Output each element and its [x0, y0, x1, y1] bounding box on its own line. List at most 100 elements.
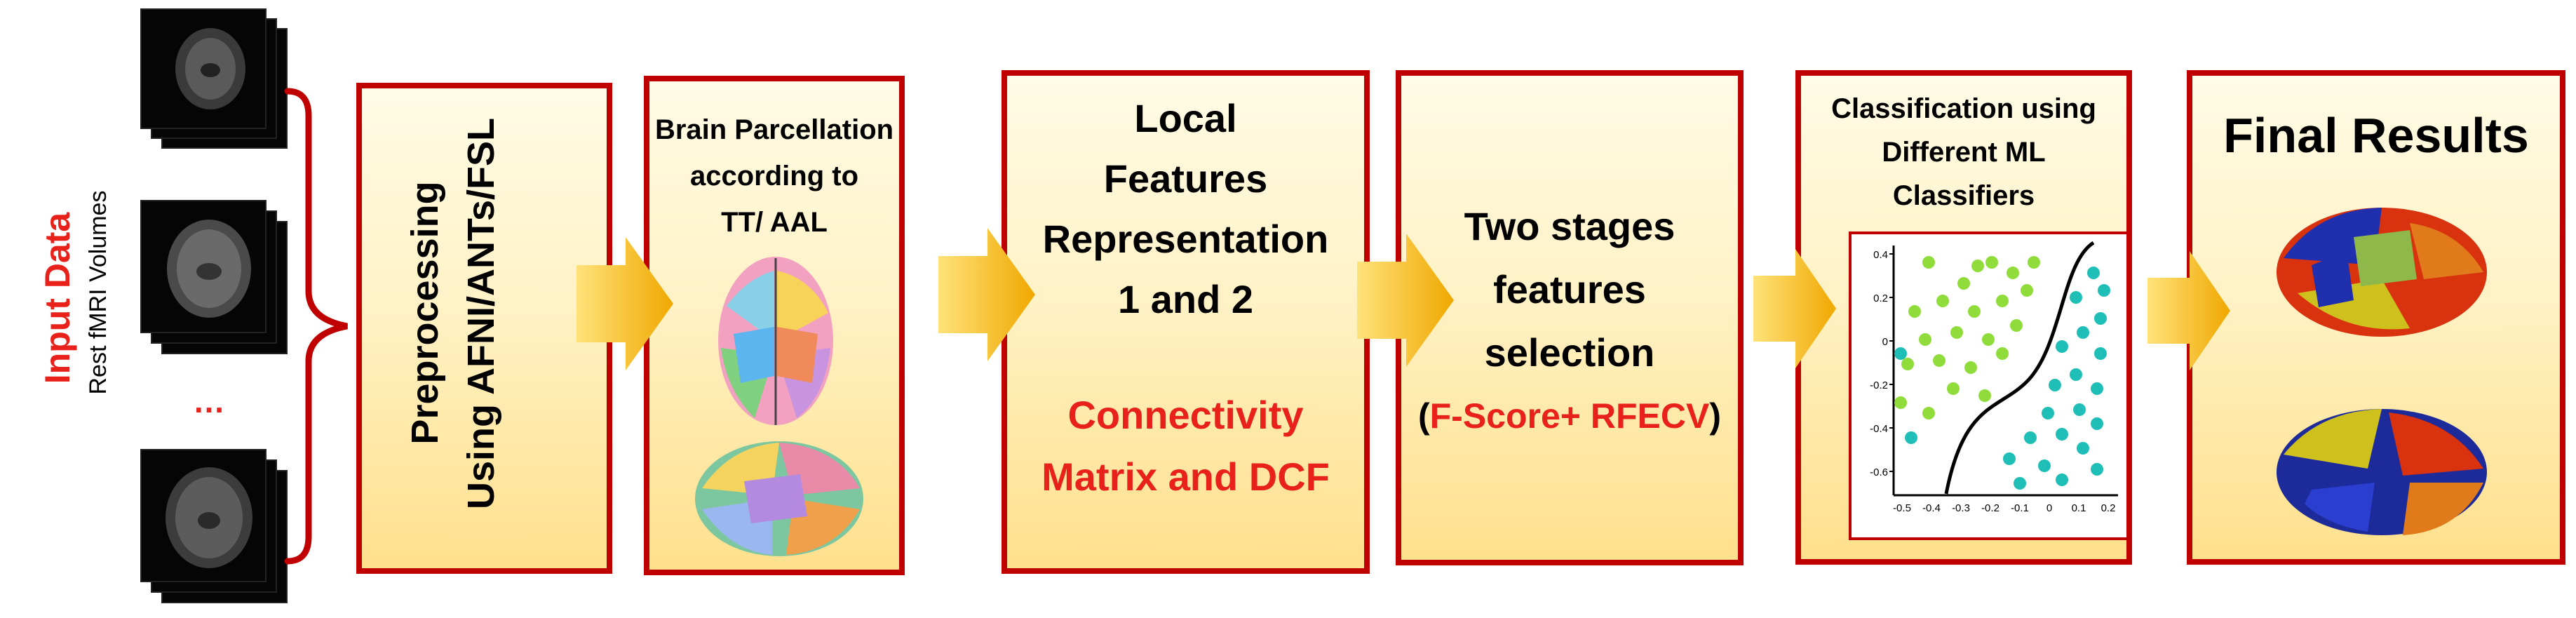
selection-method: F-Score+ RFECV: [1429, 396, 1710, 436]
parcellation-line3: TT/ AAL: [721, 207, 828, 238]
preprocessing-box: Preprocessing Using AFNI/ANTs/FSL: [356, 83, 612, 574]
teal-point: [2014, 477, 2026, 490]
green-point: [1968, 305, 1981, 318]
green-point: [2028, 256, 2040, 269]
teal-point: [2038, 459, 2051, 472]
local-features-line2: Features: [1103, 156, 1268, 201]
teal-point: [2091, 382, 2103, 395]
classification-line3: Classifiers: [1892, 180, 2035, 211]
fmri-stack-1: [140, 8, 302, 149]
teal-point: [2049, 379, 2061, 391]
input-data-title: Input Data: [38, 212, 77, 384]
teal-point: [2024, 431, 2037, 444]
green-point: [2010, 319, 2023, 332]
green-point: [1978, 389, 1991, 402]
selection-line1: Two stages: [1464, 204, 1675, 248]
x-tick-label: -0.2: [1981, 502, 2000, 514]
green-point: [1982, 333, 1995, 346]
teal-point: [2087, 267, 2100, 279]
green-point: [1996, 295, 2009, 307]
classifier-plot: 0.4 0.2 0 -0.2 -0.4 -0.6 -0.5 -0.4 -0.3 -0.2 -0.1…: [1849, 231, 2129, 540]
classification-line1: Classification using: [1831, 93, 2096, 124]
teal-point: [2070, 291, 2082, 304]
x-tick-label: -0.5: [1893, 502, 1911, 514]
local-features-red2: Matrix and DCF: [1041, 455, 1330, 499]
results-title: Final Results: [2223, 108, 2529, 163]
input-data-subtitle: Rest fMRI Volumes: [85, 190, 112, 395]
y-tick-label: 0.2: [1873, 293, 1888, 304]
teal-point: [2091, 417, 2103, 430]
results-box: Final Results: [2187, 70, 2565, 565]
teal-point: [2003, 452, 2016, 465]
teal-point: [2094, 312, 2107, 325]
green-point: [2021, 284, 2033, 297]
green-point: [1964, 361, 1977, 374]
x-tick-label: 0.1: [2072, 502, 2086, 514]
y-tick-label: -0.2: [1870, 379, 1888, 391]
green-point: [1922, 256, 1935, 269]
arrow-3: [1357, 234, 1454, 367]
arrow-4: [1753, 249, 1836, 368]
classification-box: Classification using Different ML Classi…: [1795, 70, 2132, 565]
selection-line2: features: [1493, 267, 1646, 311]
parcellation-box: Brain Parcellation according to TT/ AAL: [644, 76, 905, 575]
parcellation-line2: according to: [689, 161, 859, 192]
result-brain-top-icon: [2277, 208, 2487, 337]
teal-point: [2077, 442, 2089, 455]
local-features-line4: 1 and 2: [1118, 277, 1253, 321]
green-point: [2007, 267, 2019, 279]
green-point: [1919, 333, 1931, 346]
teal-point: [2056, 428, 2068, 441]
selection-line3: selection: [1484, 330, 1655, 375]
green-point: [1971, 260, 1984, 272]
local-features-line1: Local: [1134, 96, 1237, 140]
green-point: [1908, 305, 1921, 318]
green-point: [1985, 256, 1998, 269]
green-point: [1894, 396, 1907, 409]
arrow-5: [2147, 251, 2230, 370]
teal-point: [2056, 473, 2068, 486]
green-point: [1936, 295, 1949, 307]
local-features-box: Local Features Representation 1 and 2 Co…: [1002, 70, 1370, 574]
green-point: [1957, 277, 1970, 290]
x-tick-label: -0.3: [1952, 502, 1970, 514]
fmri-stack-2: [140, 200, 302, 361]
y-tick-label: 0.4: [1873, 249, 1888, 261]
result-brain-bottom-icon: [2277, 409, 2487, 535]
preprocessing-line2: Using AFNI/ANTs/FSL: [460, 118, 502, 509]
teal-point: [2091, 463, 2103, 476]
x-tick-label: -0.1: [2011, 502, 2029, 514]
teal-point: [2042, 407, 2054, 419]
green-point: [1950, 326, 1963, 339]
selection-paren-close: ): [1709, 396, 1722, 436]
input-brace: [284, 88, 348, 565]
preprocessing-line1: Preprocessing: [404, 181, 446, 445]
teal-point: [2073, 403, 2086, 416]
parcellated-brain-top-icon: [718, 257, 833, 425]
teal-point: [2077, 326, 2089, 339]
teal-point: [2056, 340, 2068, 353]
parcellation-line1: Brain Parcellation: [654, 114, 894, 145]
teal-point: [2098, 284, 2110, 297]
fmri-stack-3: [140, 449, 302, 610]
classifier-plot-svg: 0.4 0.2 0 -0.2 -0.4 -0.6 -0.5 -0.4 -0.3 -0.2 -0.1…: [1870, 241, 2118, 514]
green-point: [1922, 407, 1935, 419]
green-point: [1947, 382, 1960, 395]
green-point: [1933, 354, 1946, 367]
green-point: [1996, 347, 2009, 360]
teal-point: [2070, 368, 2082, 381]
teal-point: [2094, 347, 2107, 360]
teal-point: [1905, 431, 1917, 444]
input-ellipsis: …: [193, 383, 225, 419]
y-tick-label: -0.4: [1870, 423, 1888, 435]
x-tick-label: 0.2: [2101, 502, 2116, 514]
arrow-1: [576, 237, 673, 370]
green-point: [1901, 358, 1914, 370]
y-tick-label: 0: [1882, 336, 1888, 348]
x-tick-label: 0: [2046, 502, 2052, 514]
y-tick-label: -0.6: [1870, 466, 1888, 478]
x-tick-label: -0.4: [1922, 502, 1941, 514]
local-features-red1: Connectivity: [1067, 393, 1304, 437]
classification-line2: Different ML: [1882, 137, 2046, 168]
parcellated-brain-side-icon: [695, 441, 863, 556]
